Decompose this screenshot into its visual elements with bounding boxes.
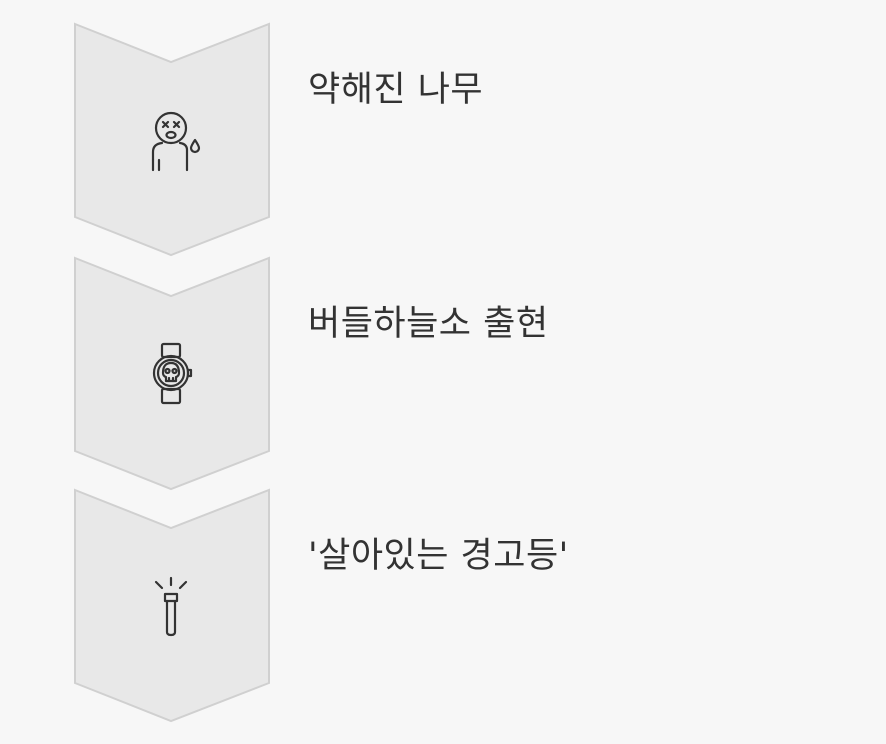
- step-3: '살아있는 경고등': [0, 488, 886, 723]
- chevron-shape: [74, 488, 270, 723]
- chevron-shape: [74, 256, 270, 491]
- chevron-shape: [74, 22, 270, 257]
- sick-person-icon: [151, 111, 201, 172]
- step-label: 버들하늘소 출현: [308, 304, 549, 344]
- step-label: '살아있는 경고등': [308, 536, 569, 576]
- step-label: 약해진 나무: [308, 70, 484, 110]
- step-2: 버들하늘소 출현: [0, 256, 886, 491]
- flashlight-icon: [154, 576, 188, 637]
- skull-watch-icon: [152, 342, 193, 405]
- step-1: 약해진 나무: [0, 22, 886, 257]
